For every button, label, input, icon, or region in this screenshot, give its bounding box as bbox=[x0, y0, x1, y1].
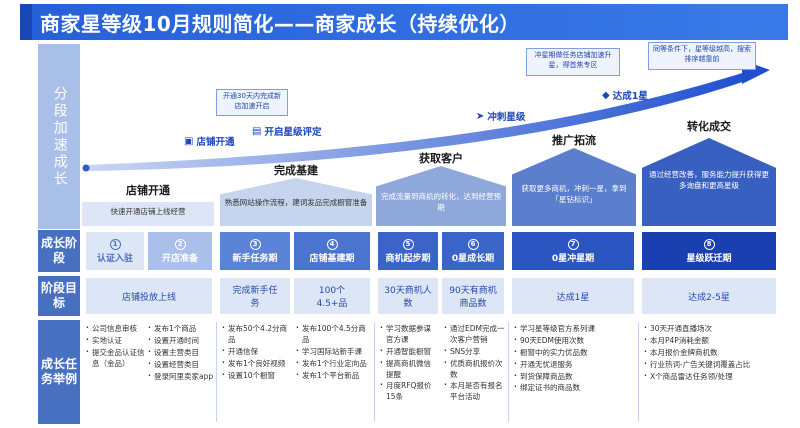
stage-shop-open: 店铺开通 快速开通店铺上线经营 bbox=[82, 178, 214, 226]
task-item: 绑定证书的商品数 bbox=[514, 382, 634, 394]
task-item: 公司信息审核 bbox=[86, 323, 146, 335]
stage-conversion: 转化成交 通过经营改善，服务能力提升获得更多询盘和更高星级 bbox=[642, 112, 776, 226]
milestone-shop-open: ▣ 店铺开通 bbox=[184, 135, 235, 149]
task-item: 30天开通直播场次 bbox=[644, 323, 774, 335]
task-item: 发布100个4.5分商品 bbox=[296, 323, 370, 346]
task-list-8: 30天开通直播场次 本月P4P消耗金额 本月报价金牌商机数 行业热词-广告关键词… bbox=[644, 323, 774, 383]
stage-infrastructure: 完成基建 熟悉网站操作流程，建词发品完成橱窗准备 bbox=[220, 160, 372, 226]
task-item: 学习星等级官方系列课 bbox=[514, 323, 634, 335]
task-item: 提交金品认证信息（金品） bbox=[86, 347, 146, 370]
task-item: 到货保障商品数 bbox=[514, 371, 634, 383]
task-item: 发布1个平台新品 bbox=[296, 370, 370, 382]
task-separator bbox=[638, 322, 639, 422]
task-item: 发布1个商品 bbox=[148, 323, 214, 335]
task-item: 本月报价金牌商机数 bbox=[644, 347, 774, 359]
task-item: 实地认证 bbox=[86, 335, 146, 347]
task-item: 设置主营类目 bbox=[148, 347, 214, 359]
task-item: 学习国际站新手课 bbox=[296, 346, 370, 358]
milestone-one-star: ◆ 达成1星 bbox=[602, 89, 648, 103]
milestone-rating-start: ▤ 开启星级评定 bbox=[252, 125, 322, 139]
stage-acquire-customers: 获取客户 完成流量到商机的转化，达到经营预期 bbox=[376, 148, 506, 226]
row-label-goal: 阶段目标 bbox=[38, 276, 80, 316]
shop-icon: ▣ bbox=[184, 135, 194, 147]
task-item: 设置10个橱窗 bbox=[222, 370, 290, 382]
sprint-icon: ➤ bbox=[476, 110, 485, 122]
title-bar bbox=[20, 4, 788, 40]
task-item: 设置经营类目 bbox=[148, 359, 214, 371]
callout-new-shop: 开通30天内完成新店加速开启 bbox=[216, 89, 288, 116]
task-item: 行业热词-广告关键词覆盖占比 bbox=[644, 359, 774, 371]
task-separator bbox=[374, 322, 375, 422]
task-list-1: 公司信息审核 实地认证 提交金品认证信息（金品） bbox=[86, 323, 146, 371]
task-separator bbox=[508, 322, 509, 422]
row-label-stage: 成长阶段 bbox=[38, 230, 80, 272]
task-item: 本月P4P消耗金额 bbox=[644, 335, 774, 347]
task-list-3: 发布50个4.2分商品 开通信保 发布1个良好视频 设置10个橱窗 bbox=[222, 323, 290, 382]
task-item: 开通智能橱窗 bbox=[380, 346, 438, 358]
task-item: 提高商机微信提醒 bbox=[380, 358, 438, 381]
task-item: 发布1个良好视频 bbox=[222, 358, 290, 370]
task-item: 本月是否有报名平台活动 bbox=[444, 380, 506, 403]
goal-1: 店铺投放上线 bbox=[86, 278, 212, 314]
task-item: 90天EDM使用次数 bbox=[514, 335, 634, 347]
task-item: 优质商机报价次数 bbox=[444, 358, 506, 381]
star-rating-icon: ▤ bbox=[252, 125, 262, 137]
task-separator bbox=[216, 322, 217, 422]
curve-start-dot bbox=[82, 164, 90, 172]
row-label-tasks: 成长任务举例 bbox=[38, 320, 80, 424]
stage-promotion: 推广拓流 获取更多商机，冲刺一星，拿到「星钻标识」 bbox=[512, 128, 636, 226]
callout-ranking: 同等条件下，星等级越高，搜索排序越靠前 bbox=[648, 42, 756, 70]
task-item: 学习数据参谋官方课 bbox=[380, 323, 438, 346]
callout-sprint: 冲星期做任务店铺加速升星，得首焦专区 bbox=[526, 48, 620, 76]
task-item: 橱窗中的实力优品数 bbox=[514, 347, 634, 359]
task-item: 开通信保 bbox=[222, 346, 290, 358]
task-list-2: 发布1个商品 设置开通时间 设置主营类目 设置经营类目 登录阿里卖家app bbox=[148, 323, 214, 383]
milestone-sprint: ➤ 冲刺星级 bbox=[476, 110, 526, 124]
task-item: 设置开通时间 bbox=[148, 335, 214, 347]
task-item: SNS分享 bbox=[444, 346, 506, 358]
row-label-phase: 分段加速成长 bbox=[38, 44, 80, 229]
diamond-icon: ◆ bbox=[602, 89, 610, 101]
task-item: 发布1个行业定向品 bbox=[296, 358, 370, 370]
task-item: X个商品雷达任务领/处理 bbox=[644, 371, 774, 383]
task-list-4: 发布100个4.5分商品 学习国际站新手课 发布1个行业定向品 发布1个平台新品 bbox=[296, 323, 370, 382]
goal-3: 100个4.5+品 bbox=[294, 278, 370, 314]
task-list-5: 学习数据参谋官方课 开通智能橱窗 提高商机微信提醒 月度RFQ报价15条 bbox=[380, 323, 438, 404]
task-item: 登录阿里卖家app bbox=[148, 371, 214, 383]
goal-7: 达成2-5星 bbox=[642, 278, 776, 314]
goal-4: 30天商机人数 bbox=[378, 278, 438, 314]
task-list-7: 学习星等级官方系列课 90天EDM使用次数 橱窗中的实力优品数 开通无忧退服务 … bbox=[514, 323, 634, 395]
page-title: 商家星等级10月规则简化——商家成长（持续优化） bbox=[40, 12, 520, 36]
task-item: 月度RFQ报价15条 bbox=[380, 380, 438, 403]
goal-2: 完成新手任务 bbox=[220, 278, 290, 314]
task-item: 通过EDM完成一次客户营销 bbox=[444, 323, 506, 346]
task-item: 开通无忧退服务 bbox=[514, 359, 634, 371]
goal-5: 90天有商机商品数 bbox=[442, 278, 504, 314]
task-list-6: 通过EDM完成一次客户营销 SNS分享 优质商机报价次数 本月是否有报名平台活动 bbox=[444, 323, 506, 404]
goal-6: 达成1星 bbox=[512, 278, 634, 314]
task-item: 发布50个4.2分商品 bbox=[222, 323, 290, 346]
